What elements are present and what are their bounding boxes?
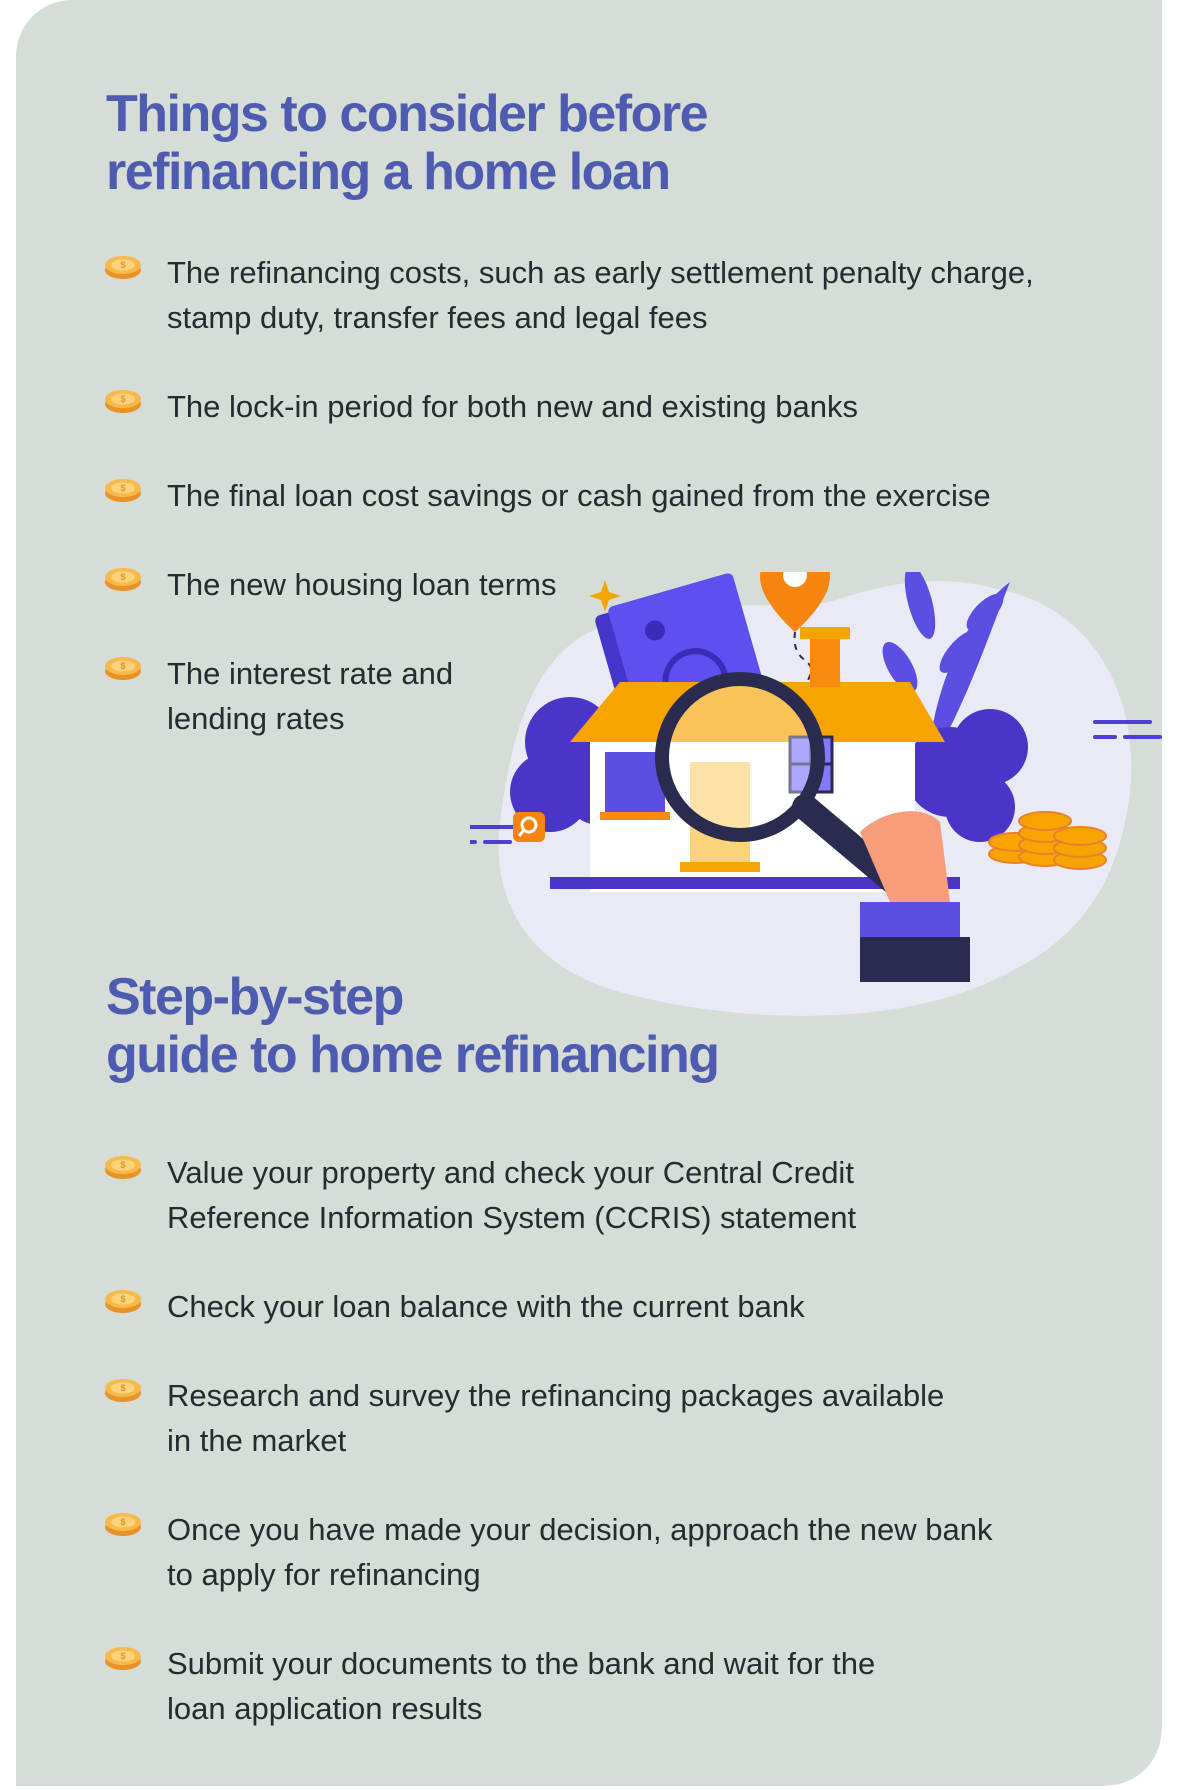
title-line: Things to consider before: [106, 85, 709, 143]
item-text: Check your loan balance with the current…: [167, 1289, 805, 1324]
svg-text:$: $: [120, 1160, 125, 1170]
svg-text:$: $: [120, 1294, 125, 1304]
section-title-considerations: Things to consider before refinancing a …: [106, 85, 709, 201]
coin-icon: $: [105, 568, 141, 591]
svg-text:$: $: [120, 260, 125, 270]
coin-icon: $: [105, 390, 141, 413]
svg-text:$: $: [120, 661, 125, 671]
item-text: Research and survey the refinancing pack…: [167, 1378, 945, 1413]
coin-icon: $: [105, 256, 141, 279]
list-item: $ Once you have made your decision, appr…: [102, 1507, 1082, 1597]
item-text: to apply for refinancing: [167, 1557, 481, 1592]
coin-icon: $: [105, 1156, 141, 1179]
coin-stack: [988, 811, 1107, 870]
plant-leaves: [882, 572, 1010, 747]
item-text: The interest rate and: [167, 656, 454, 691]
item-text: loan application results: [167, 1691, 483, 1726]
coin-icon: $: [105, 1290, 141, 1313]
title-line: refinancing a home loan: [106, 143, 671, 201]
coin-icon: $: [105, 1647, 141, 1670]
item-text: Submit your documents to the bank and wa…: [167, 1646, 876, 1681]
steps-list: $ Value your property and check your Cen…: [102, 1150, 1082, 1775]
title-line: guide to home refinancing: [106, 1026, 720, 1084]
item-text: The lock-in period for both new and exis…: [167, 389, 859, 424]
coin-icon: $: [105, 657, 141, 680]
list-item: $ Research and survey the refinancing pa…: [102, 1373, 1082, 1463]
list-item: $ The final loan cost savings or cash ga…: [102, 473, 1142, 518]
list-item: $ The interest rate and lending rates: [102, 651, 497, 741]
item-text: The new housing loan terms: [167, 567, 557, 602]
item-text: lending rates: [167, 701, 345, 736]
svg-text:$: $: [120, 483, 125, 493]
item-text: stamp duty, transfer fees and legal fees: [167, 300, 708, 335]
considerations-list: $ The refinancing costs, such as early s…: [102, 250, 1142, 785]
coin-icon: $: [105, 1513, 141, 1536]
list-item: $ Submit your documents to the bank and …: [102, 1641, 1082, 1731]
list-item: $ The refinancing costs, such as early s…: [102, 250, 1142, 340]
list-item: $ Value your property and check your Cen…: [102, 1150, 1082, 1240]
location-pin-icon: [760, 572, 830, 632]
svg-text:$: $: [120, 1383, 125, 1393]
sparkle-icon: [589, 580, 621, 612]
list-item: $ Check your loan balance with the curre…: [102, 1284, 1082, 1329]
coin-icon: $: [105, 1379, 141, 1402]
item-text: The final loan cost savings or cash gain…: [167, 478, 991, 513]
svg-text:$: $: [120, 1517, 125, 1527]
list-item: $ The lock-in period for both new and ex…: [102, 384, 1142, 429]
speed-lines: [470, 720, 1162, 844]
item-text: Reference Information System (CCRIS) sta…: [167, 1200, 857, 1235]
item-text: in the market: [167, 1423, 347, 1458]
hand: [860, 811, 970, 982]
svg-text:$: $: [120, 572, 125, 582]
item-text: Value your property and check your Centr…: [167, 1155, 854, 1190]
item-text: Once you have made your decision, approa…: [167, 1512, 993, 1547]
item-text: The refinancing costs, such as early set…: [167, 255, 1034, 290]
title-line: Step-by-step: [106, 968, 404, 1026]
search-badge-icon: [513, 812, 545, 842]
section-title-steps: Step-by-step guide to home refinancing: [106, 968, 720, 1084]
house-inspection-illustration: [470, 572, 1162, 1016]
list-item: $ The new housing loan terms: [102, 562, 1142, 607]
svg-text:$: $: [120, 394, 125, 404]
svg-text:$: $: [120, 1651, 125, 1661]
coin-icon: $: [105, 479, 141, 502]
